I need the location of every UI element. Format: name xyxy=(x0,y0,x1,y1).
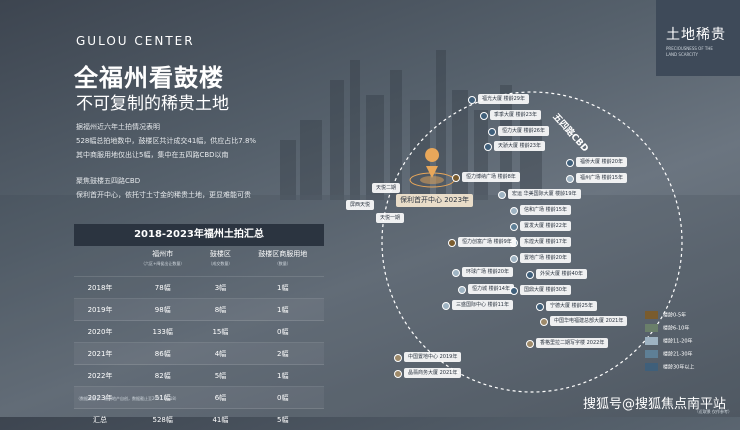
building-marker-icon xyxy=(526,271,534,279)
cbd-map: 五四路CBD 保利首开中心 2023年 天悦二期 屏西天悦 天悦一期 福光大厦 … xyxy=(0,0,740,417)
building-marker-icon xyxy=(394,354,402,362)
building-marker-icon xyxy=(448,239,456,247)
building-marker-icon xyxy=(498,191,506,199)
building-marker-icon xyxy=(510,207,518,215)
building-tag: 宏运 华美国际大厦 楼龄19年 xyxy=(508,189,581,199)
building-tag: 恒力创富广场 楼龄9年 xyxy=(458,237,516,247)
building-tag: 信和广场 楼龄15年 xyxy=(520,205,571,215)
legend-item: 楼龄0-5年 xyxy=(645,311,686,319)
building-tag: 置地广场 楼龄20年 xyxy=(520,253,571,263)
building-tag: 宁德大厦 楼龄25年 xyxy=(546,301,597,311)
building-tag: 中国置地中心 2019年 xyxy=(404,352,461,362)
building-tag: 中国华电福建总部大厦 2021年 xyxy=(550,316,627,326)
building-tag: 季季大厦 楼龄23年 xyxy=(490,110,541,120)
building-marker-icon xyxy=(526,340,534,348)
building-marker-icon xyxy=(468,96,476,104)
building-marker-icon xyxy=(566,175,574,183)
legend-label: 楼龄30年以上 xyxy=(663,365,694,371)
building-marker-icon xyxy=(510,255,518,263)
legend-swatch xyxy=(645,337,658,345)
building-marker-icon xyxy=(536,303,544,311)
building-tag: 天骄大厦 楼龄23年 xyxy=(494,141,545,151)
building-tag: 福光大厦 楼龄29年 xyxy=(478,94,529,104)
legend-swatch xyxy=(645,324,658,332)
building-tag: 恒力城 楼龄14年 xyxy=(468,284,514,294)
building-tag: 香格里拉二期写字楼 2022年 xyxy=(536,338,608,348)
legend-swatch xyxy=(645,363,658,371)
legend-label: 楼龄6-10年 xyxy=(663,326,689,332)
building-marker-icon xyxy=(452,269,460,277)
watermark-note: （近取景 仅作参考） xyxy=(695,409,732,415)
building-tag: 东煌大厦 楼龄17年 xyxy=(520,237,571,247)
building-marker-icon xyxy=(510,287,518,295)
left-tag: 天悦二期 xyxy=(372,183,400,193)
project-center-label: 保利首开中心 2023年 xyxy=(396,194,473,207)
legend-item: 楼龄30年以上 xyxy=(645,363,694,371)
building-tag: 置发大厦 楼龄22年 xyxy=(520,221,571,231)
legend-swatch xyxy=(645,350,658,358)
building-tag: 晶翡商务大厦 2021年 xyxy=(404,368,461,378)
legend-swatch xyxy=(645,311,658,319)
left-tag: 天悦一期 xyxy=(376,213,404,223)
building-tag: 环球广场 楼龄20年 xyxy=(462,267,513,277)
building-marker-icon xyxy=(394,370,402,378)
building-tag: 国鼎大厦 楼龄30年 xyxy=(520,285,571,295)
legend-item: 楼龄11-20年 xyxy=(645,337,693,345)
building-tag: 外贸大厦 楼龄40年 xyxy=(536,269,587,279)
legend-label: 楼龄21-30年 xyxy=(663,352,693,358)
building-tag: 恒力博纳广场 楼龄8年 xyxy=(462,172,520,182)
building-marker-icon xyxy=(540,318,548,326)
building-tag: 福侨大厦 楼龄20年 xyxy=(576,157,627,167)
building-marker-icon xyxy=(458,286,466,294)
left-tag: 屏西天悦 xyxy=(346,200,374,210)
legend-label: 楼龄11-20年 xyxy=(663,339,693,345)
building-marker-icon xyxy=(510,223,518,231)
building-marker-icon xyxy=(442,302,450,310)
building-tag: 恒力大厦 楼龄26年 xyxy=(498,126,549,136)
building-marker-icon xyxy=(452,174,460,182)
building-marker-icon xyxy=(484,143,492,151)
building-tag: 三盛国际中心 楼龄11年 xyxy=(452,300,513,310)
legend-item: 楼龄21-30年 xyxy=(645,350,693,358)
legend-label: 楼龄0-5年 xyxy=(663,313,686,319)
legend-item: 楼龄6-10年 xyxy=(645,324,689,332)
building-marker-icon xyxy=(566,159,574,167)
building-marker-icon xyxy=(488,128,496,136)
building-tag: 福州广场 楼龄15年 xyxy=(576,173,627,183)
building-marker-icon xyxy=(480,112,488,120)
